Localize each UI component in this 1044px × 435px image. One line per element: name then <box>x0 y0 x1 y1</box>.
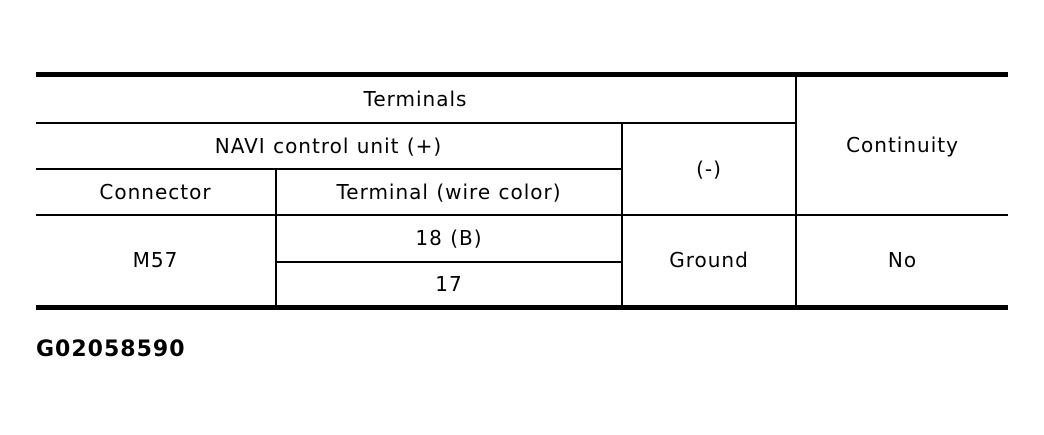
table-row-column-headers: Connector Terminal (wire color) <box>36 167 1008 216</box>
table-row-data-2: 17 <box>36 260 1008 309</box>
continuity-header-cell: Continuity <box>795 73 1008 216</box>
terminal-value-cell-1: 18 (B) <box>275 213 623 263</box>
negative-value-cell: Ground <box>621 213 797 309</box>
table-row-navi-header: NAVI control unit (+) (-) <box>36 121 1008 216</box>
terminals-header-cell: Terminals <box>36 73 797 124</box>
table-row-terminals-header: Terminals Continuity <box>36 73 1008 216</box>
terminal-wire-color-header-cell: Terminal (wire color) <box>275 167 623 216</box>
continuity-value-cell: No <box>795 213 1008 309</box>
table-row-data-1: M57 18 (B) Ground No <box>36 213 1008 309</box>
figure-id-caption: G02058590 <box>36 337 186 362</box>
connector-header-cell: Connector <box>36 167 277 216</box>
connector-value-cell: M57 <box>36 213 277 309</box>
terminal-value-cell-2: 17 <box>275 260 623 309</box>
navi-control-unit-header-cell: NAVI control unit (+) <box>36 121 623 170</box>
continuity-check-table: Terminals Continuity NAVI control unit (… <box>36 72 1008 310</box>
negative-header-cell: (-) <box>621 121 797 216</box>
